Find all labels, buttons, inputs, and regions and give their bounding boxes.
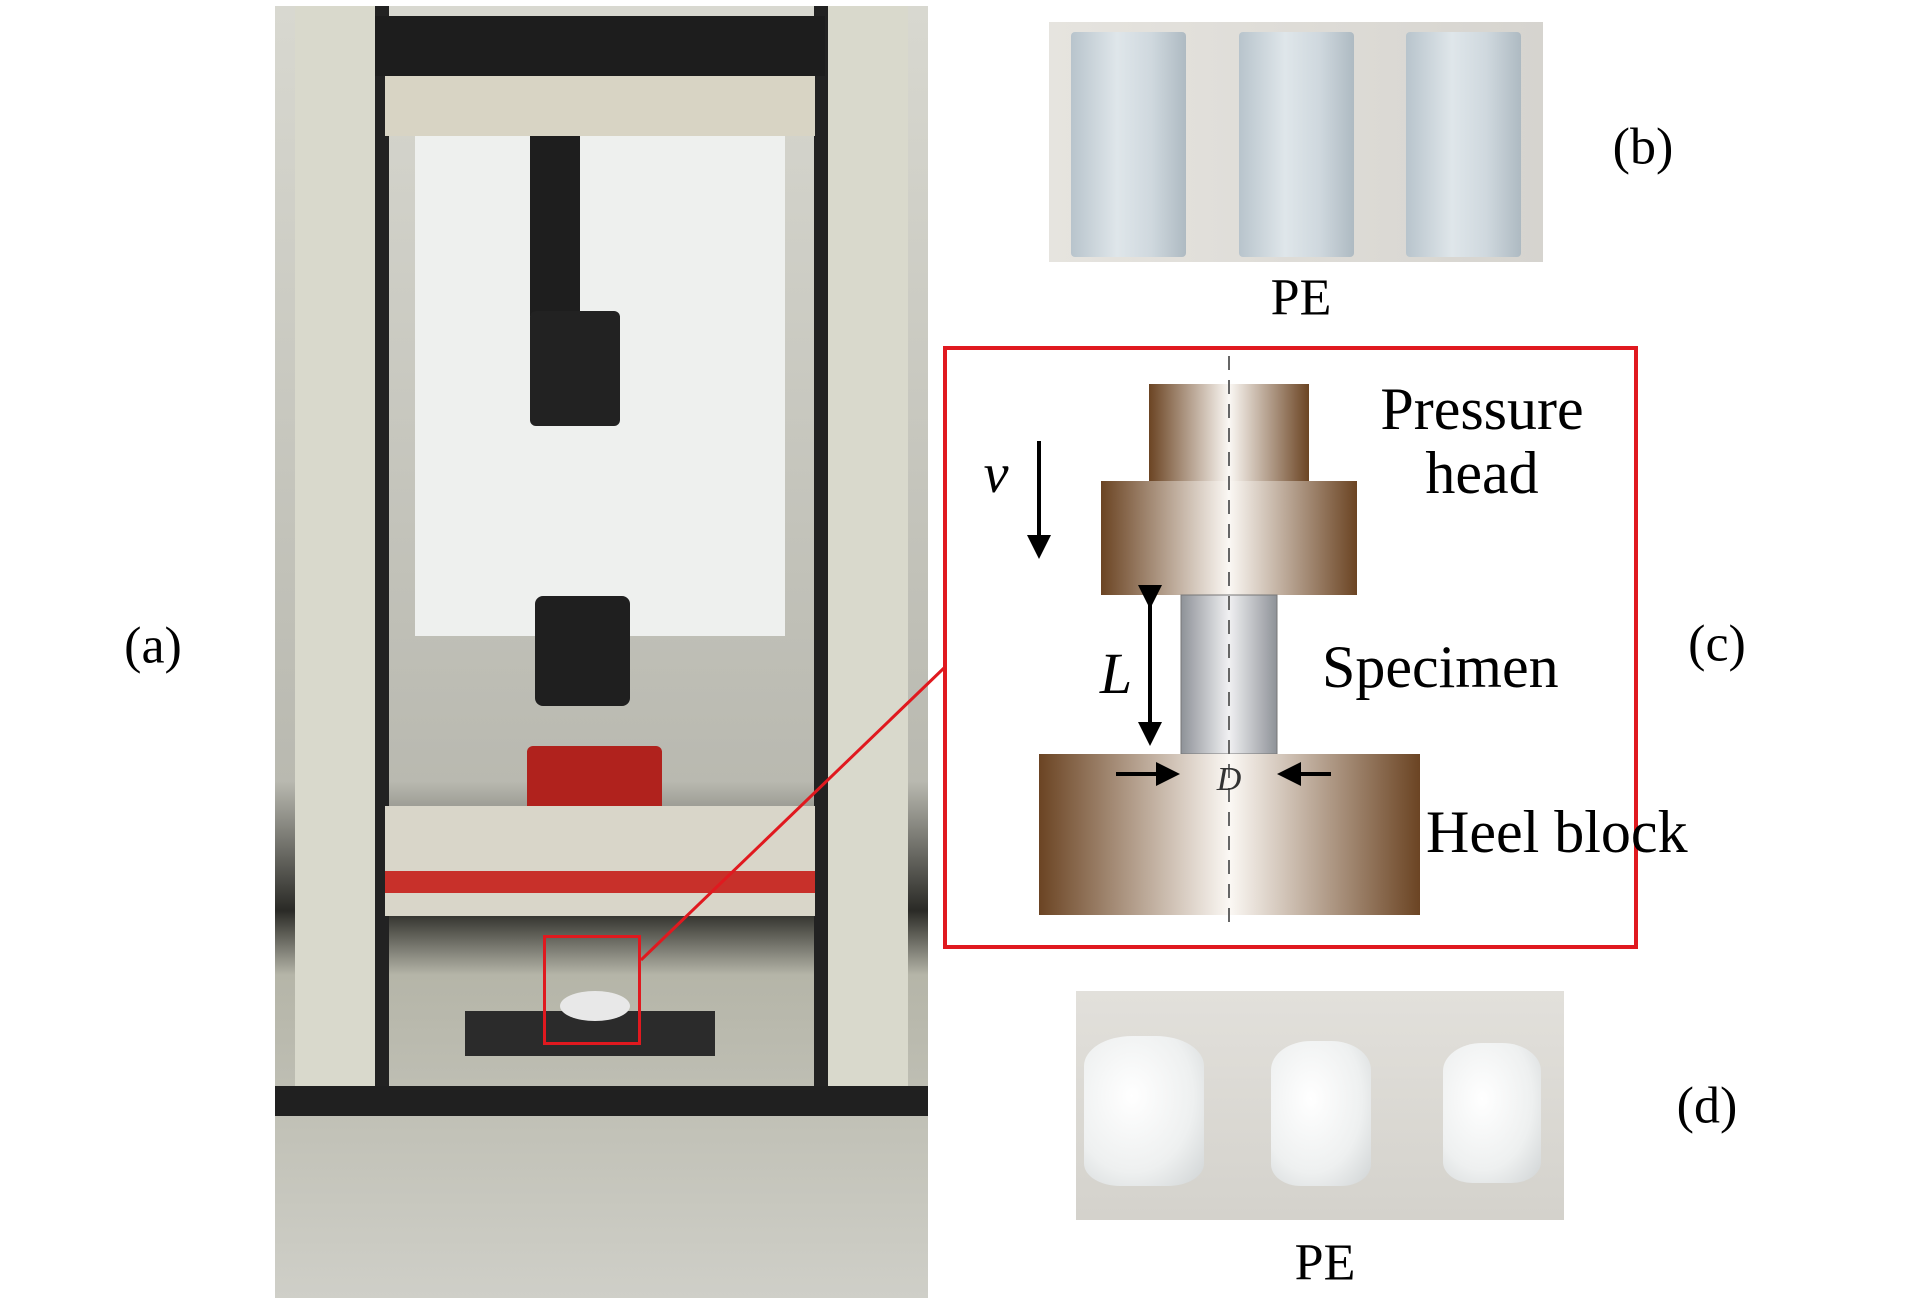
testing-machine-photo [275,6,928,1298]
compressed-specimen [1443,1043,1541,1183]
highlight-rectangle [543,935,641,1045]
pe-specimens-before-photo [1049,22,1543,262]
compressed-specimen [1084,1036,1204,1186]
velocity-symbol: v [984,443,1009,505]
load-cell [530,136,580,316]
compressed-specimen [1271,1041,1371,1186]
panel-d-label: (d) [1676,1077,1738,1135]
specimen-cylinder [1071,32,1186,257]
pressure-head-label-1: Pressure [1380,376,1583,442]
panel-c-label: (c) [1688,615,1746,673]
machine-top-beam [375,16,825,76]
panel-b-caption: PE [1270,269,1332,327]
pe-specimens-after-photo [1076,991,1564,1220]
panel-d-caption: PE [1294,1234,1356,1292]
moving-crosshead-fixture [535,596,630,706]
heel-block-label: Heel block [1426,799,1688,865]
specimen-cylinder [1239,32,1354,257]
specimen-label: Specimen [1322,634,1559,700]
machine-left-column [295,6,389,1086]
panel-a-label: (a) [124,617,182,675]
panel-b-label: (b) [1612,118,1674,176]
machine-right-column [814,6,908,1086]
red-stripe [385,871,815,893]
specimen-cylinder [1406,32,1521,257]
table-edge [275,1086,928,1116]
length-symbol: L [1099,641,1132,706]
detail-box [943,346,1638,949]
zoom-connector-line [639,666,946,962]
upper-fixture [530,311,620,426]
heel-block-photo [560,991,630,1021]
machine-crosshead [385,76,815,136]
diameter-symbol: D [1216,761,1242,798]
pressure-head-label-2: head [1425,440,1538,506]
